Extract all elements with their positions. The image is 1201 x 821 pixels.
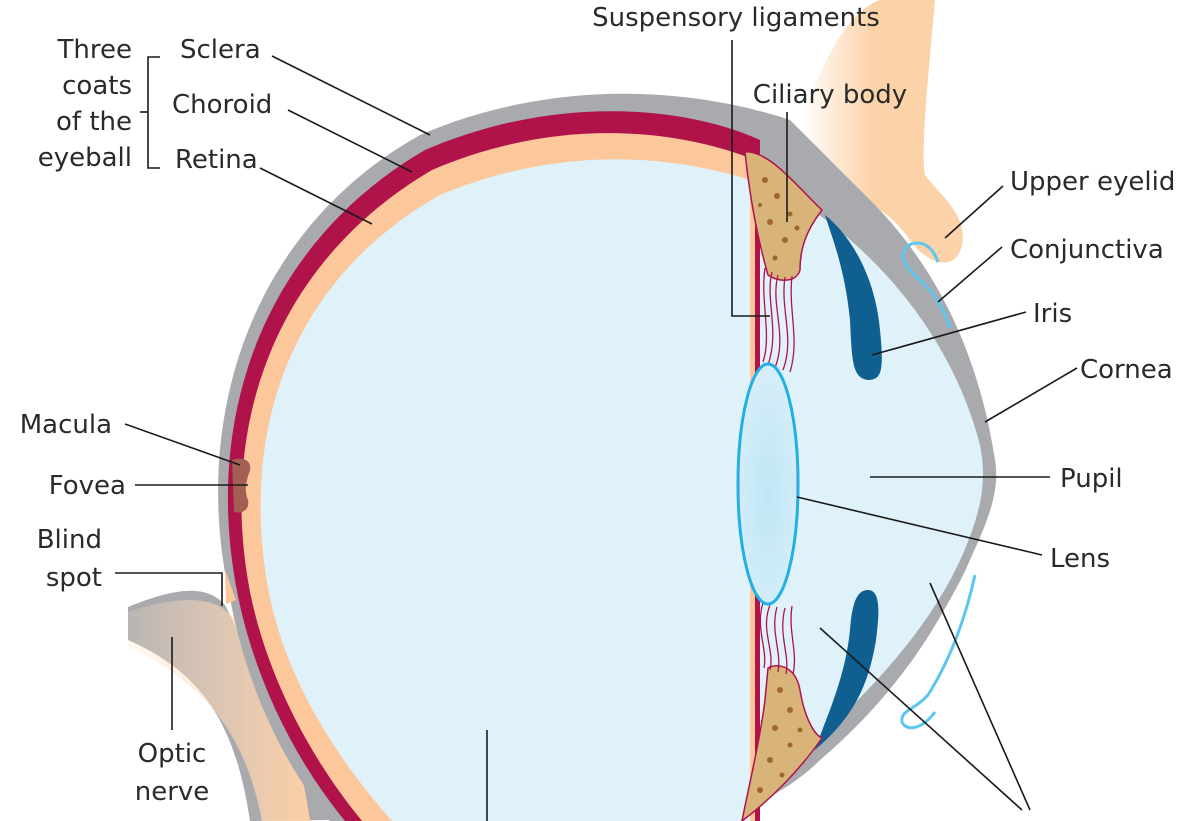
label-three-coats-line2: coats (62, 71, 132, 101)
ciliary-body-top (744, 151, 824, 281)
ciliary-body-bottom (741, 665, 824, 821)
label-ciliary-body: Ciliary body (753, 80, 907, 110)
label-macula: Macula (20, 410, 112, 440)
label-optic-nerve-line1: Optic (138, 739, 207, 769)
anterior-chamber (760, 195, 983, 780)
label-retina: Retina (175, 145, 258, 175)
conjunctiva-bottom (900, 574, 977, 730)
label-blind-spot-line2: spot (46, 563, 102, 593)
blind-spot-shape (225, 570, 236, 604)
label-choroid: Choroid (172, 90, 272, 120)
labels: Three coats of the eyeball Sclera Choroi… (20, 3, 1176, 807)
lens-shape (736, 362, 800, 606)
ciliary-texture (757, 177, 803, 793)
label-lens: Lens (1050, 544, 1110, 574)
label-three-coats-line3: of the (56, 107, 132, 137)
label-pupil: Pupil (1060, 464, 1123, 494)
label-cornea: Cornea (1080, 355, 1173, 385)
three-coats-bracket (147, 56, 160, 169)
label-three-coats-line1: Three (57, 35, 132, 65)
leader-lines (115, 40, 1078, 821)
label-iris: Iris (1033, 299, 1072, 329)
conjunctiva-top (901, 241, 952, 329)
label-suspensory-ligaments: Suspensory ligaments (592, 3, 880, 33)
label-fovea: Fovea (49, 471, 126, 501)
optic-nerve-core (128, 600, 310, 821)
label-conjunctiva: Conjunctiva (1010, 235, 1164, 265)
label-upper-eyelid: Upper eyelid (1010, 167, 1175, 197)
iris-top (825, 215, 882, 380)
iris-bottom (815, 590, 879, 750)
vitreous-body (260, 159, 750, 821)
label-optic-nerve-line2: nerve (135, 777, 210, 807)
label-three-coats-line4: eyeball (38, 143, 132, 173)
label-sclera: Sclera (180, 35, 261, 65)
suspensory-ligament-fibres (759, 267, 796, 675)
label-blind-spot-line1: Blind (37, 525, 102, 555)
